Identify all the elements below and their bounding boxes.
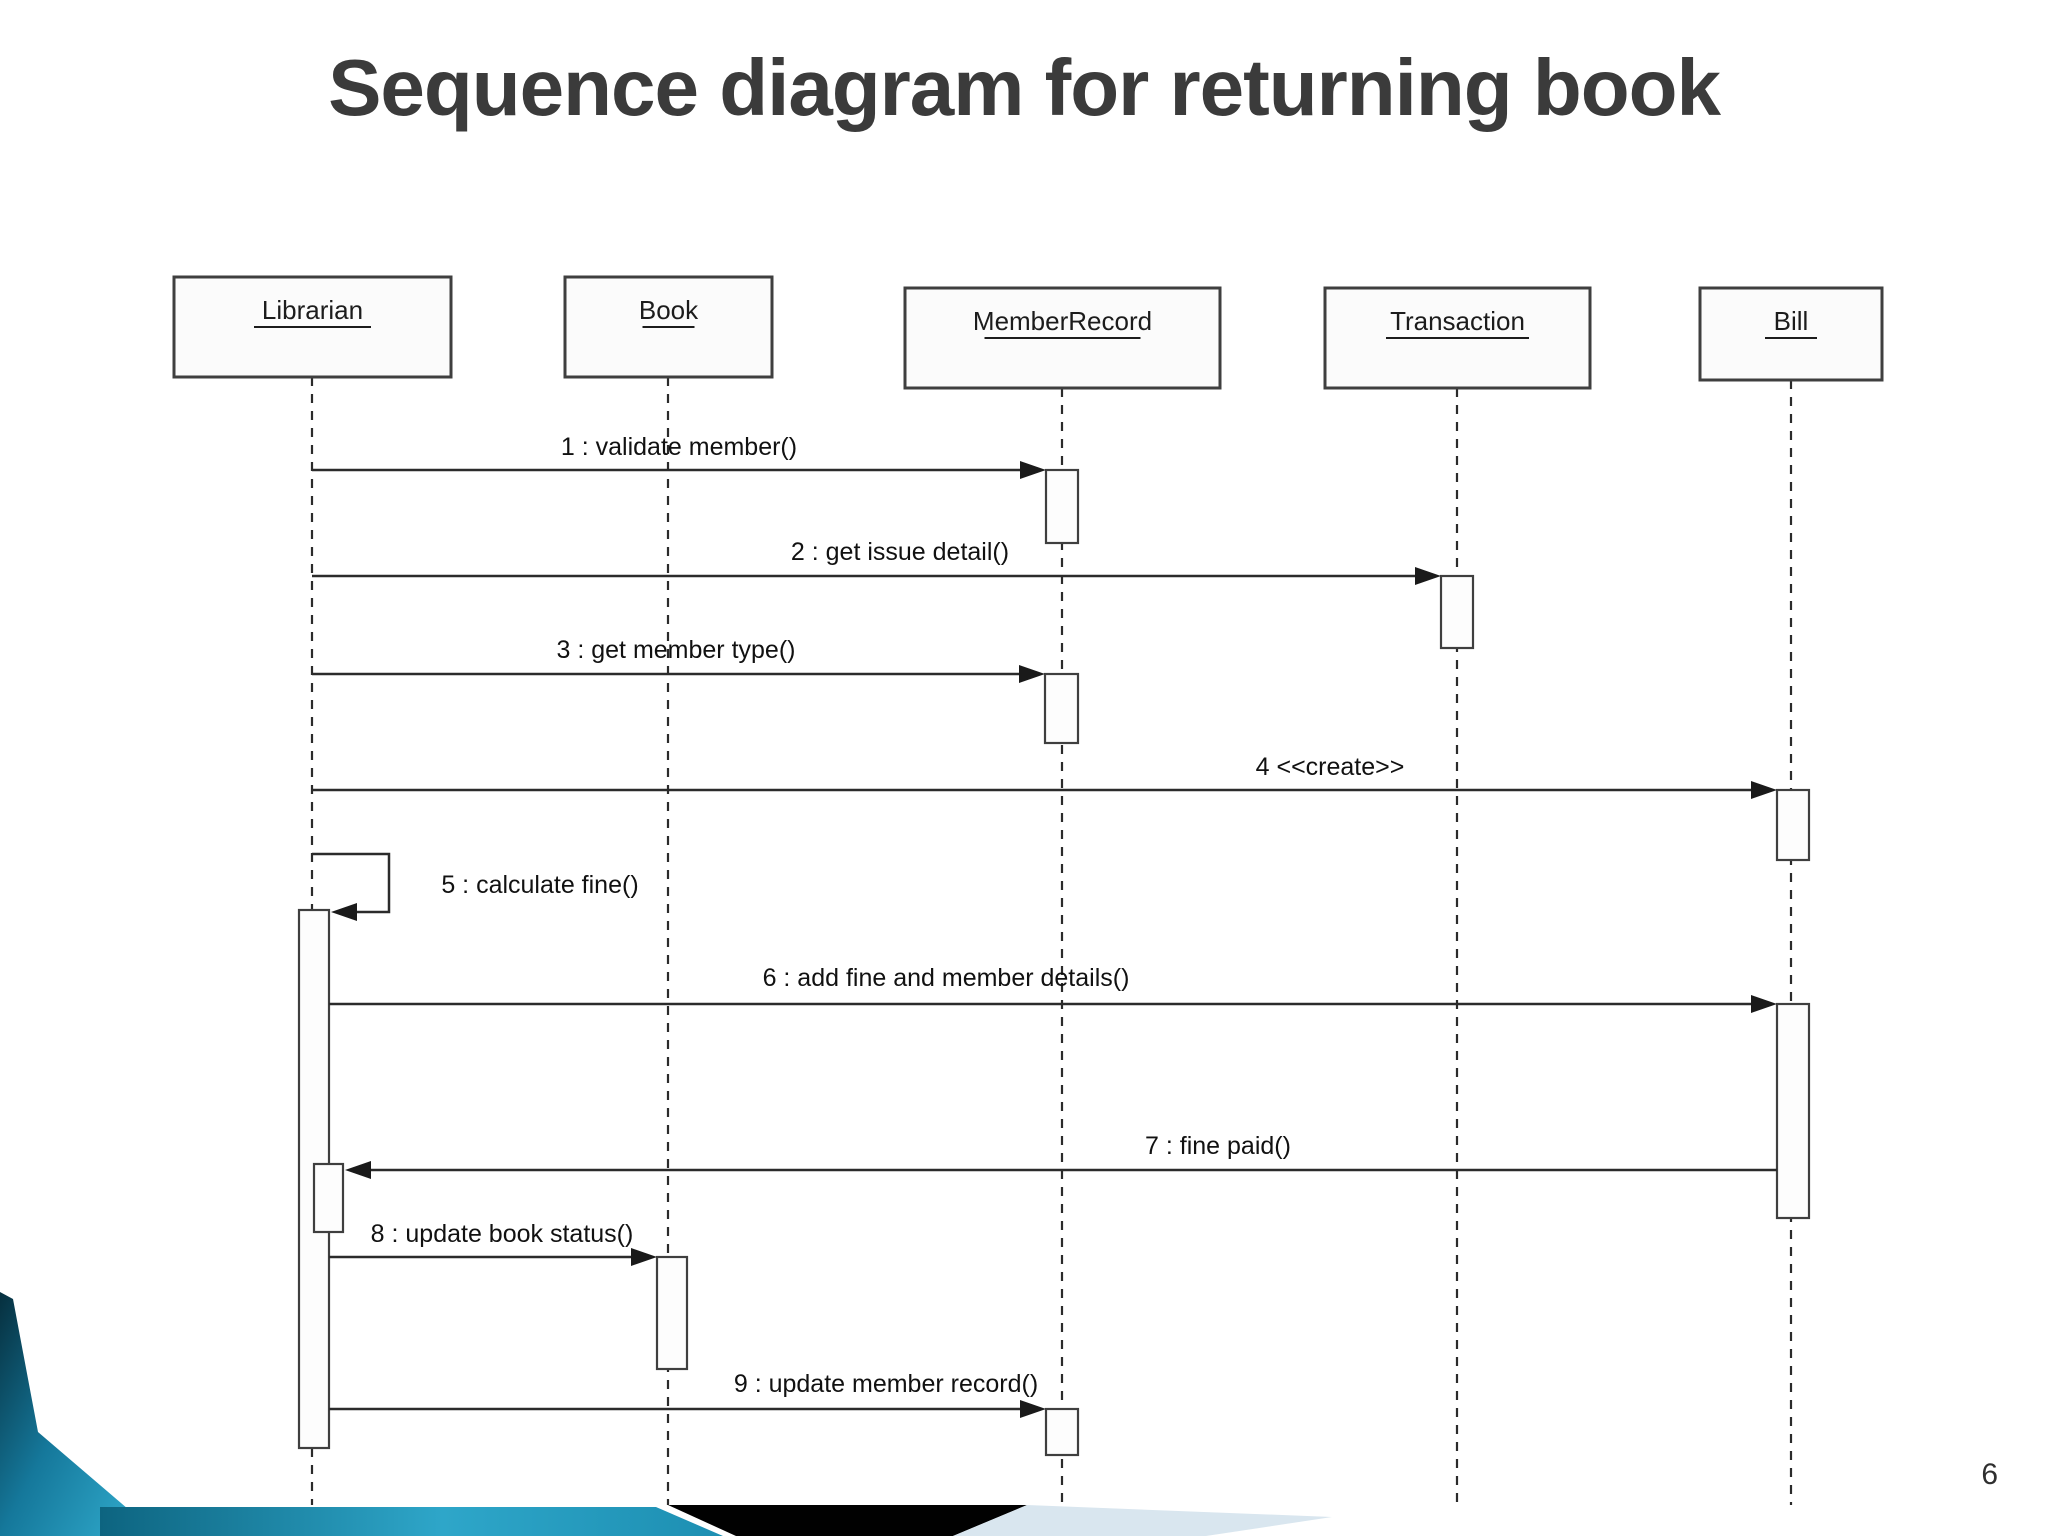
deco-black-ribbon — [668, 1505, 1027, 1536]
page-number: 6 — [1981, 1458, 1998, 1491]
message-6-label: 6 : add fine and member details() — [763, 964, 1130, 992]
message-9-arrowhead — [1020, 1400, 1046, 1418]
actor-box-book — [563, 275, 774, 379]
activation-memberrecord — [1044, 1407, 1080, 1457]
actor-label-book: Book — [639, 295, 699, 325]
activation-bill — [1775, 1002, 1811, 1220]
message-8-arrowhead — [631, 1248, 657, 1266]
activation-book — [655, 1255, 689, 1371]
slide-title: Sequence diagram for returning book — [328, 43, 1721, 132]
message-8-label: 8 : update book status() — [371, 1220, 634, 1248]
message-4: 4 <<create>> — [312, 753, 1755, 792]
message-3-label: 3 : get member type() — [557, 636, 796, 664]
message-4-label: 4 <<create>> — [1256, 753, 1405, 781]
message-3-arrowhead — [1019, 665, 1045, 683]
message-5-label: 5 : calculate fine() — [441, 871, 638, 899]
message-8: 8 : update book status() — [329, 1220, 635, 1259]
message-6: 6 : add fine and member details() — [329, 964, 1755, 1006]
message-3: 3 : get member type() — [312, 636, 1023, 676]
actor-box-transaction — [1323, 286, 1592, 390]
actor-box-bill — [1698, 286, 1884, 382]
activation-transaction — [1439, 574, 1475, 650]
actor-label-memberrecord: MemberRecord — [973, 306, 1152, 336]
message-5-arrowhead — [331, 903, 357, 921]
actor-label-bill: Bill — [1774, 306, 1809, 336]
message-1: 1 : validate member() — [312, 433, 1024, 472]
message-2: 2 : get issue detail() — [312, 538, 1419, 578]
message-7-arrowhead — [345, 1161, 371, 1179]
message-5: 5 : calculate fine() — [312, 852, 639, 914]
message-9-label: 9 : update member record() — [734, 1370, 1038, 1398]
message-2-label: 2 : get issue detail() — [791, 538, 1009, 566]
message-1-arrowhead — [1020, 461, 1046, 479]
message-5-line — [312, 852, 391, 914]
activation-bill — [1775, 788, 1811, 862]
message-2-arrowhead — [1415, 567, 1441, 585]
message-7-label: 7 : fine paid() — [1145, 1132, 1291, 1160]
actor-box-memberrecord — [903, 286, 1222, 390]
message-6-arrowhead — [1751, 995, 1777, 1013]
message-7: 7 : fine paid() — [367, 1132, 1777, 1172]
message-1-label: 1 : validate member() — [561, 433, 797, 461]
deco-teal-band — [100, 1507, 723, 1536]
deco-paleblue-ribbon — [953, 1505, 1332, 1536]
message-9: 9 : update member record() — [329, 1370, 1038, 1411]
actor-label-librarian: Librarian — [262, 295, 363, 325]
actor-label-transaction: Transaction — [1390, 306, 1525, 336]
deco-teal-wedge — [0, 1292, 128, 1536]
activation-memberrecord — [1043, 672, 1080, 745]
actor-box-librarian — [172, 275, 453, 379]
activation-librarian — [297, 908, 331, 1450]
message-4-arrowhead — [1751, 781, 1777, 799]
activation-memberrecord — [1044, 468, 1080, 545]
activation-librarian — [312, 1162, 345, 1234]
